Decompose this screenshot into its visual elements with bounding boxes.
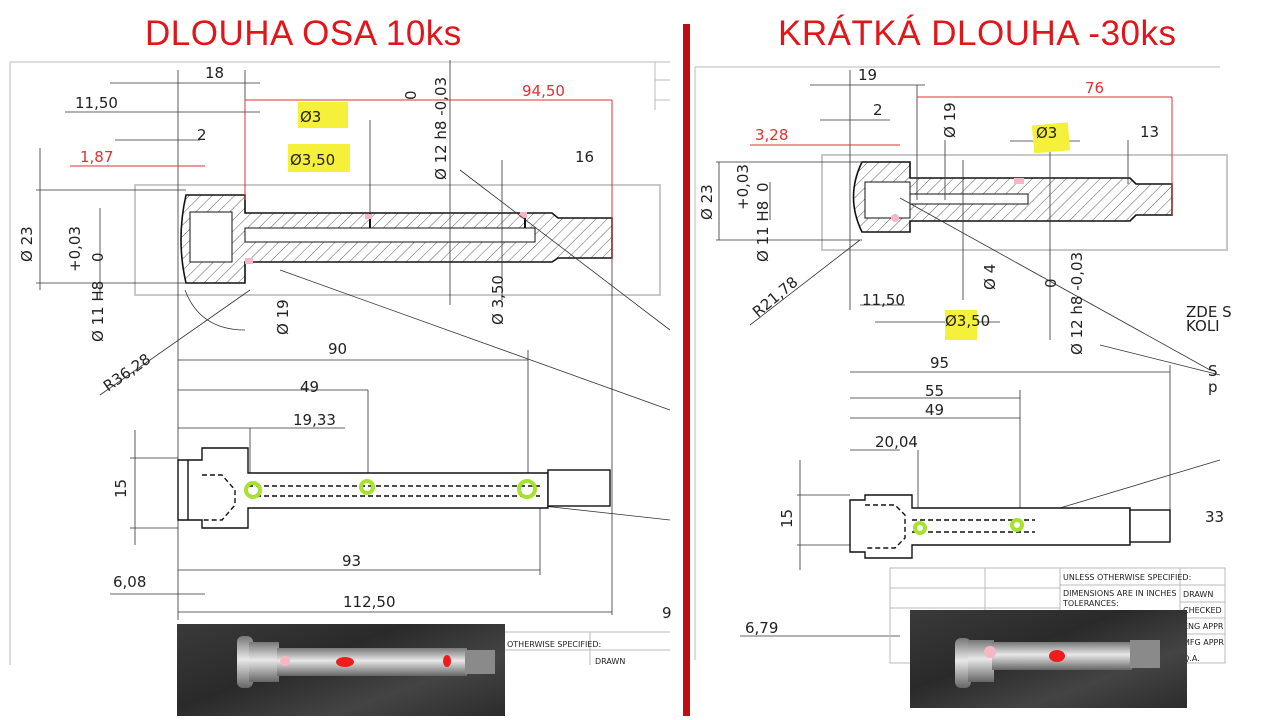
dim-label: +0,03 bbox=[66, 226, 84, 272]
note-text: p bbox=[1208, 378, 1218, 396]
dim-label: 18 bbox=[205, 64, 224, 82]
highlight bbox=[945, 310, 977, 340]
highlight bbox=[298, 102, 348, 128]
title-block-text: DIMENSIONS ARE IN INCHES bbox=[1063, 589, 1176, 598]
dim-label: Ø 12 h8 -0,03 bbox=[1068, 252, 1086, 355]
part-photo-short bbox=[910, 610, 1187, 708]
dim-label: 112,50 bbox=[343, 593, 396, 611]
title-block-text: MFG APPR bbox=[1183, 638, 1224, 647]
dim-label: Ø3,50 bbox=[945, 312, 990, 330]
title-block-text: ENG APPR bbox=[1183, 622, 1224, 631]
title-block-text: Q.A. bbox=[1183, 654, 1200, 663]
highlight bbox=[288, 144, 350, 172]
shaft-photo-icon bbox=[237, 636, 495, 688]
title-block-text: CHECKED bbox=[1183, 606, 1222, 615]
dim-label: Ø 23 bbox=[698, 184, 716, 220]
dim-label: 2 bbox=[197, 126, 207, 144]
note-text: ZDE S bbox=[1186, 303, 1232, 321]
left-red-dims bbox=[70, 99, 613, 260]
dim-label: 9 bbox=[662, 604, 672, 622]
dim-label: 11,50 bbox=[75, 94, 118, 112]
dim-label: 3,28 bbox=[755, 126, 788, 144]
dim-label: 33 bbox=[1205, 508, 1224, 526]
dim-label: 95 bbox=[930, 354, 949, 372]
right-title: KRÁTKÁ DLOUHA -30ks bbox=[778, 14, 1177, 53]
dim-label: R36,28 bbox=[100, 350, 154, 395]
dim-label: 49 bbox=[925, 401, 944, 419]
dim-label: R21,78 bbox=[749, 273, 801, 321]
left-section-view bbox=[180, 194, 613, 284]
dim-label: +0,03 bbox=[734, 164, 752, 210]
dim-label: 55 bbox=[925, 382, 944, 400]
dim-label: 13 bbox=[1140, 123, 1159, 141]
dim-label: Ø 11 H8 bbox=[89, 281, 107, 342]
part-photo-long bbox=[177, 624, 505, 716]
title-block-text: TOLERANCES: bbox=[1062, 599, 1119, 608]
right-section-view bbox=[852, 161, 1173, 233]
dim-label: 20,04 bbox=[875, 433, 918, 451]
title-block-text: OTHERWISE SPECIFIED: bbox=[507, 640, 601, 649]
dim-label: Ø 23 bbox=[18, 226, 36, 262]
dim-label: 6,08 bbox=[113, 573, 146, 591]
green-markers bbox=[244, 479, 537, 499]
dim-label: 15 bbox=[778, 509, 796, 528]
dim-label: 19 bbox=[858, 66, 877, 84]
dim-label: 76 bbox=[1085, 79, 1104, 97]
dim-label: Ø 3,50 bbox=[489, 275, 507, 325]
dim-label: Ø3 bbox=[1036, 124, 1057, 142]
title-block-text: DRAWN bbox=[595, 657, 625, 666]
shaft-photo-icon bbox=[955, 638, 1160, 688]
dim-label: 93 bbox=[342, 552, 361, 570]
divider bbox=[683, 24, 690, 716]
dim-label: Ø3 bbox=[300, 108, 321, 126]
highlight bbox=[1031, 122, 1071, 154]
dim-label: 90 bbox=[328, 340, 347, 358]
dim-label: 15 bbox=[112, 479, 130, 498]
dim-label: Ø 11 H8 bbox=[754, 201, 772, 262]
note-text: S bbox=[1208, 362, 1218, 380]
left-bottom-view bbox=[177, 447, 611, 529]
dim-label: Ø3,50 bbox=[290, 151, 335, 169]
title-block-text: UNLESS OTHERWISE SPECIFIED: bbox=[1063, 573, 1191, 582]
dim-label: 0 bbox=[89, 252, 107, 262]
left-dimension-lines bbox=[36, 60, 671, 620]
note-text: KOLI bbox=[1186, 317, 1220, 335]
dim-label: 49 bbox=[300, 378, 319, 396]
dim-label: 0 bbox=[1042, 278, 1060, 288]
title-block-text: DRAWN bbox=[1183, 590, 1213, 599]
dim-label: Ø 19 bbox=[274, 299, 292, 335]
dim-label: Ø 4 bbox=[981, 264, 999, 290]
dim-label: 19,33 bbox=[293, 411, 336, 429]
dim-label: Ø 19 bbox=[941, 102, 959, 138]
dim-label: 2 bbox=[873, 101, 883, 119]
dim-label: 0 bbox=[754, 182, 772, 192]
dim-label: 11,50 bbox=[862, 291, 905, 309]
right-drawing bbox=[694, 66, 1228, 660]
right-bottom-view bbox=[849, 494, 1171, 559]
green-markers bbox=[913, 518, 1024, 535]
dim-label: 0 bbox=[402, 90, 420, 100]
dim-label: Ø 12 h8 -0,03 bbox=[432, 77, 450, 180]
dim-label: 1,87 bbox=[80, 148, 113, 166]
right-red-dims bbox=[750, 96, 1173, 215]
dim-label: 16 bbox=[575, 148, 594, 166]
left-title: DLOUHA OSA 10ks bbox=[145, 14, 462, 53]
dim-label: 6,79 bbox=[745, 619, 778, 637]
dim-label: 94,50 bbox=[522, 82, 565, 100]
left-drawing bbox=[9, 61, 670, 665]
